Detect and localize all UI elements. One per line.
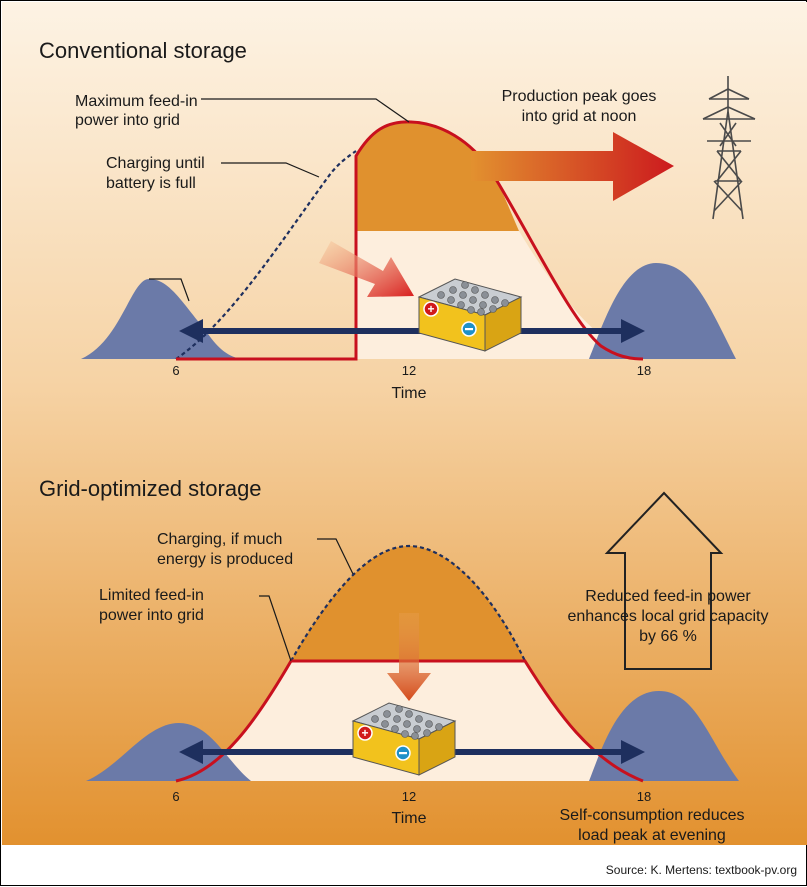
power-pylon-icon (702, 76, 756, 220)
top-arrow-left-head (179, 319, 203, 343)
bottom-ann-reduced-2: enhances local grid capacity (567, 608, 768, 625)
bottom-ann-limited-1: Limited feed-in (99, 587, 204, 604)
source-caption: Source: K. Mertens: textbook-pv.org (606, 863, 797, 877)
top-leader-max-feed-in (201, 98, 410, 123)
top-panel: Conventional storage Maximum feed-in pow… (39, 38, 756, 402)
top-panel-title: Conventional storage (39, 38, 247, 63)
bottom-arrow-right-head (621, 740, 645, 764)
top-leader-consumption (149, 278, 190, 302)
top-ann-max-feed-in-1: Maximum feed-in (75, 93, 198, 110)
top-charging-dashed-curve (175, 150, 357, 360)
top-ann-peak-1: Production peak goes (502, 88, 657, 105)
bottom-ann-reduced-1: Reduced feed-in power (585, 588, 751, 605)
top-leader-charging (221, 162, 320, 178)
top-ann-charging-2: battery is full (106, 175, 196, 192)
bottom-ann-self-1: Self-consumption reduces (560, 807, 745, 824)
top-ann-max-feed-in-2: power into grid (75, 112, 180, 129)
bottom-xlabel: Time (392, 810, 427, 827)
bottom-leader-charging (317, 538, 354, 575)
bottom-arrow-left-head (179, 740, 203, 764)
top-charge-arrow-icon (319, 241, 414, 297)
bottom-tick-6: 6 (172, 789, 179, 804)
top-grid-arrow-icon (471, 132, 674, 201)
top-ann-peak-2: into grid at noon (522, 108, 637, 125)
top-xlabel: Time (392, 385, 427, 402)
bottom-panel-title: Grid-optimized storage (39, 476, 262, 501)
bottom-tick-12: 12 (402, 789, 416, 804)
bottom-ann-charging-2: energy is produced (157, 551, 293, 568)
top-tick-12: 12 (402, 363, 416, 378)
bottom-charging-area (291, 546, 525, 661)
top-tick-18: 18 (637, 363, 651, 378)
top-arrow-right-head (621, 319, 645, 343)
top-feed-in-area (356, 121, 519, 231)
bottom-ann-reduced-3: by 66 % (639, 628, 697, 645)
bottom-charging-dashed-curve (290, 544, 526, 662)
top-tick-6: 6 (172, 363, 179, 378)
up-arrow-outline-icon (604, 491, 724, 670)
top-ann-charging-1: Charging until (106, 155, 205, 172)
bottom-ann-limited-2: power into grid (99, 607, 204, 624)
bottom-charge-arrow-icon (387, 613, 431, 701)
bottom-ann-self-2: load peak at evening (578, 827, 726, 844)
bottom-tick-18: 18 (637, 789, 651, 804)
bottom-ann-charging-1: Charging, if much (157, 531, 282, 548)
bottom-leader-limited (259, 595, 292, 662)
bottom-panel: Grid-optimized storage Charging, if much… (39, 476, 769, 844)
